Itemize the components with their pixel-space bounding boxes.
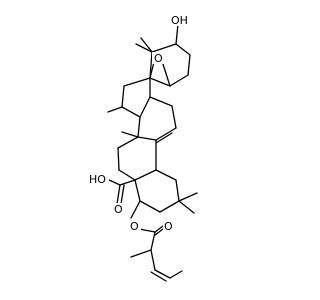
- ether-oxygen-label: O: [154, 52, 163, 65]
- bond: [140, 37, 153, 53]
- bond: [135, 43, 153, 53]
- bond: [106, 178, 121, 186]
- bond: [119, 179, 136, 186]
- bond: [134, 169, 157, 181]
- label-halo: [163, 219, 175, 231]
- bond: [121, 131, 139, 138]
- bond: [149, 51, 153, 79]
- label-halo: [129, 219, 141, 231]
- bond: [178, 200, 195, 214]
- bond: [154, 269, 171, 279]
- label-halo: [112, 203, 124, 215]
- bond: [154, 228, 164, 236]
- bond: [155, 127, 177, 141]
- bond: [155, 169, 177, 181]
- label-halo: [89, 172, 109, 185]
- bond: [149, 96, 173, 107]
- bond: [149, 77, 171, 87]
- bond: [117, 147, 120, 171]
- bond: [116, 184, 121, 205]
- bond: [169, 74, 189, 87]
- carboxyl-oxygen-label: O: [114, 203, 123, 216]
- molecule-structure: OH O HO O O O: [89, 12, 198, 282]
- bond: [159, 200, 180, 213]
- bond: [118, 169, 136, 181]
- bond: [151, 43, 177, 53]
- carboxyl-hydroxyl-label: HO: [89, 173, 106, 186]
- bond: [139, 200, 161, 213]
- bond: [171, 105, 177, 129]
- ester-oxygen-label: O: [130, 220, 139, 233]
- hydroxyl-label: OH: [171, 14, 188, 27]
- bond: [150, 231, 156, 251]
- atom-labels: OH O HO O O O: [89, 12, 190, 233]
- bond: [121, 85, 125, 108]
- bond: [150, 271, 167, 282]
- bond: [137, 136, 157, 141]
- bond: [137, 116, 141, 138]
- bond: [178, 192, 198, 202]
- bond: [187, 54, 191, 76]
- bond: [107, 106, 123, 113]
- bond: [120, 184, 125, 205]
- carbonyl-oxygen-label: O: [164, 220, 173, 233]
- bond: [123, 77, 151, 87]
- bond: [155, 132, 173, 144]
- bond: [117, 136, 139, 149]
- bond: [121, 106, 141, 118]
- label-halo: [152, 52, 164, 64]
- bond-lines: [106, 23, 198, 282]
- bond: [139, 96, 151, 118]
- bond: [175, 43, 191, 56]
- bond: [169, 270, 183, 279]
- bond: [134, 179, 141, 202]
- bond: [130, 249, 152, 258]
- bond: [175, 23, 179, 45]
- bond: [150, 249, 156, 271]
- bond: [154, 225, 164, 233]
- bond: [138, 228, 156, 233]
- label-halo: [168, 12, 190, 26]
- bond: [175, 179, 180, 202]
- bond: [130, 200, 141, 219]
